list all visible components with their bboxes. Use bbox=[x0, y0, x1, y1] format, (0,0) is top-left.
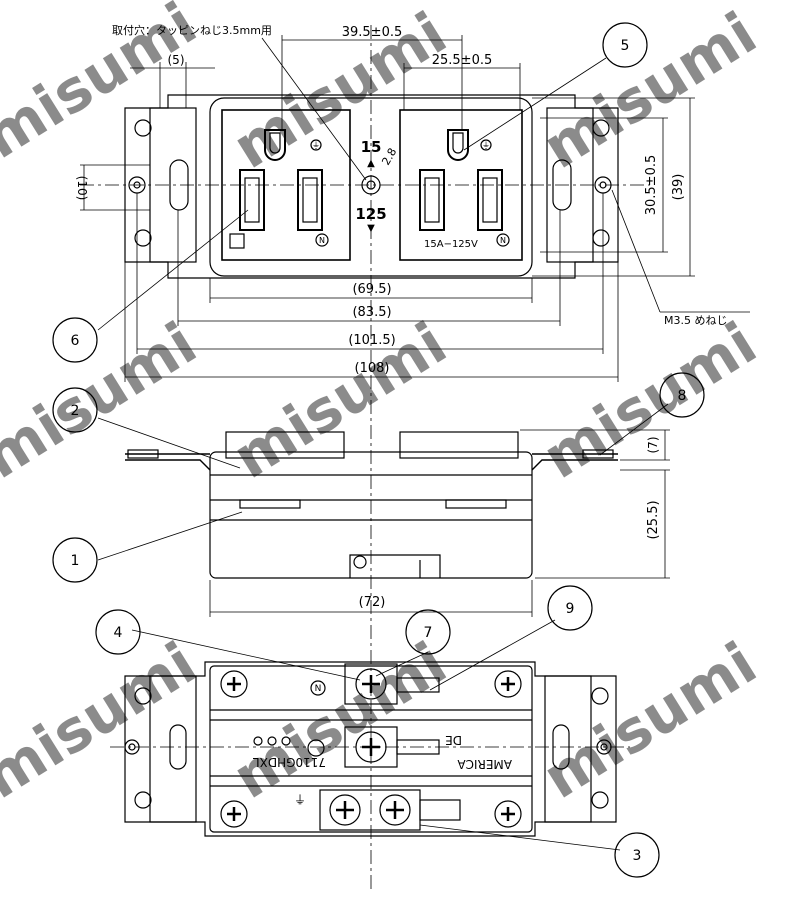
screw-note: M3.5 めねじ bbox=[664, 314, 727, 327]
svg-text:6: 6 bbox=[71, 333, 80, 349]
callout-5: 5 bbox=[602, 22, 648, 68]
svg-text:misumi: misumi bbox=[0, 309, 208, 492]
side-leader-lines bbox=[97, 403, 669, 561]
watermark: misumi misumi misumi misumi misumi misum… bbox=[0, 0, 768, 812]
terminal-screw-mid bbox=[355, 731, 387, 763]
rating-label: 15A−125V bbox=[424, 239, 478, 250]
front-leader-lines bbox=[97, 37, 750, 331]
callout-9: 9 bbox=[547, 585, 593, 631]
svg-text:misumi: misumi bbox=[531, 0, 768, 182]
corner-screw-tr bbox=[494, 670, 522, 698]
svg-text:3: 3 bbox=[633, 848, 642, 864]
front-view-labels: 15 ▲ 125 ▼ 2.8 15A−125V ⏚ ⏚ N N bbox=[312, 138, 506, 250]
rear-leader-lines bbox=[131, 619, 621, 851]
dim-25-5: 25.5±0.5 bbox=[432, 53, 493, 68]
svg-text:9: 9 bbox=[566, 601, 575, 617]
dim-30-5: 30.5±0.5 bbox=[644, 155, 659, 216]
terminal-screw-g1 bbox=[329, 794, 361, 826]
dim-108: (108) bbox=[355, 361, 390, 376]
svg-text:8: 8 bbox=[678, 388, 687, 404]
svg-text:7: 7 bbox=[424, 625, 433, 641]
callout-2: 2 bbox=[52, 387, 98, 433]
terminal-screw-n bbox=[355, 668, 387, 700]
svg-text:2: 2 bbox=[71, 403, 80, 419]
dim-25-5-side: (25.5) bbox=[646, 500, 661, 539]
corner-screw-br bbox=[494, 800, 522, 828]
side-dimensions bbox=[209, 429, 670, 617]
rear-view-labels: N ⏚ 7110GHDXL AMERICA DE bbox=[253, 684, 512, 807]
svg-text:5: 5 bbox=[621, 38, 630, 54]
svg-text:misumi: misumi bbox=[221, 309, 458, 492]
svg-text:4: 4 bbox=[114, 625, 123, 641]
callouts: 1 2 3 4 5 6 7 8 9 bbox=[52, 22, 705, 878]
corner-screw-tl bbox=[220, 670, 248, 698]
terminal-screw-g2 bbox=[379, 794, 411, 826]
dim-83-5: (83.5) bbox=[352, 305, 391, 320]
side-dimension-labels: (72) (7) (25.5) bbox=[359, 437, 661, 611]
svg-text:misumi: misumi bbox=[531, 309, 768, 492]
front-dimension-labels: 39.5±0.5 25.5±0.5 (5) (10) 30.5±0.5 (39)… bbox=[75, 23, 727, 376]
callout-6: 6 bbox=[52, 317, 98, 363]
callout-1: 1 bbox=[52, 537, 98, 583]
neutral-mark-left: N bbox=[319, 236, 325, 245]
dim-39-5: 39.5±0.5 bbox=[342, 25, 403, 40]
corner-screw-bl bbox=[220, 800, 248, 828]
rear-view bbox=[124, 661, 617, 837]
mounting-hole-note: 取付穴：タッピンねじ3.5mm用 bbox=[112, 23, 272, 37]
callout-4: 4 bbox=[95, 609, 141, 655]
callout-3: 3 bbox=[614, 832, 660, 878]
callout-8: 8 bbox=[659, 372, 705, 418]
rating-top: 15 bbox=[361, 138, 382, 156]
dim-72: (72) bbox=[359, 595, 386, 610]
callout-7: 7 bbox=[405, 609, 451, 655]
svg-text:misumi: misumi bbox=[0, 629, 208, 812]
side-view bbox=[125, 431, 618, 579]
dim-10: (10) bbox=[75, 176, 89, 201]
hole-diameter: 2.8 bbox=[379, 146, 399, 168]
svg-text:misumi: misumi bbox=[531, 629, 768, 812]
dim-101-5: (101.5) bbox=[348, 333, 395, 348]
dim-39: (39) bbox=[671, 174, 686, 201]
neutral-mark-right: N bbox=[500, 236, 506, 245]
rating-bottom: 125 bbox=[355, 205, 386, 223]
dim-7: (7) bbox=[646, 437, 660, 454]
svg-text:1: 1 bbox=[71, 553, 80, 569]
rating-arrow-down: ▼ bbox=[367, 223, 375, 234]
brand-label-2: DE bbox=[445, 733, 462, 747]
brand-label: AMERICA bbox=[457, 757, 512, 771]
rating-arrow-up: ▲ bbox=[367, 158, 375, 169]
neutral-mark-rear: N bbox=[315, 684, 322, 694]
ground-mark-right: ⏚ bbox=[482, 141, 490, 150]
front-dimensions bbox=[80, 35, 695, 382]
dim-5: (5) bbox=[168, 53, 185, 67]
ground-mark-rear: ⏚ bbox=[294, 793, 306, 807]
ground-mark-left: ⏚ bbox=[312, 141, 320, 150]
dim-69-5: (69.5) bbox=[352, 282, 391, 297]
model-label: 7110GHDXL bbox=[253, 755, 326, 769]
